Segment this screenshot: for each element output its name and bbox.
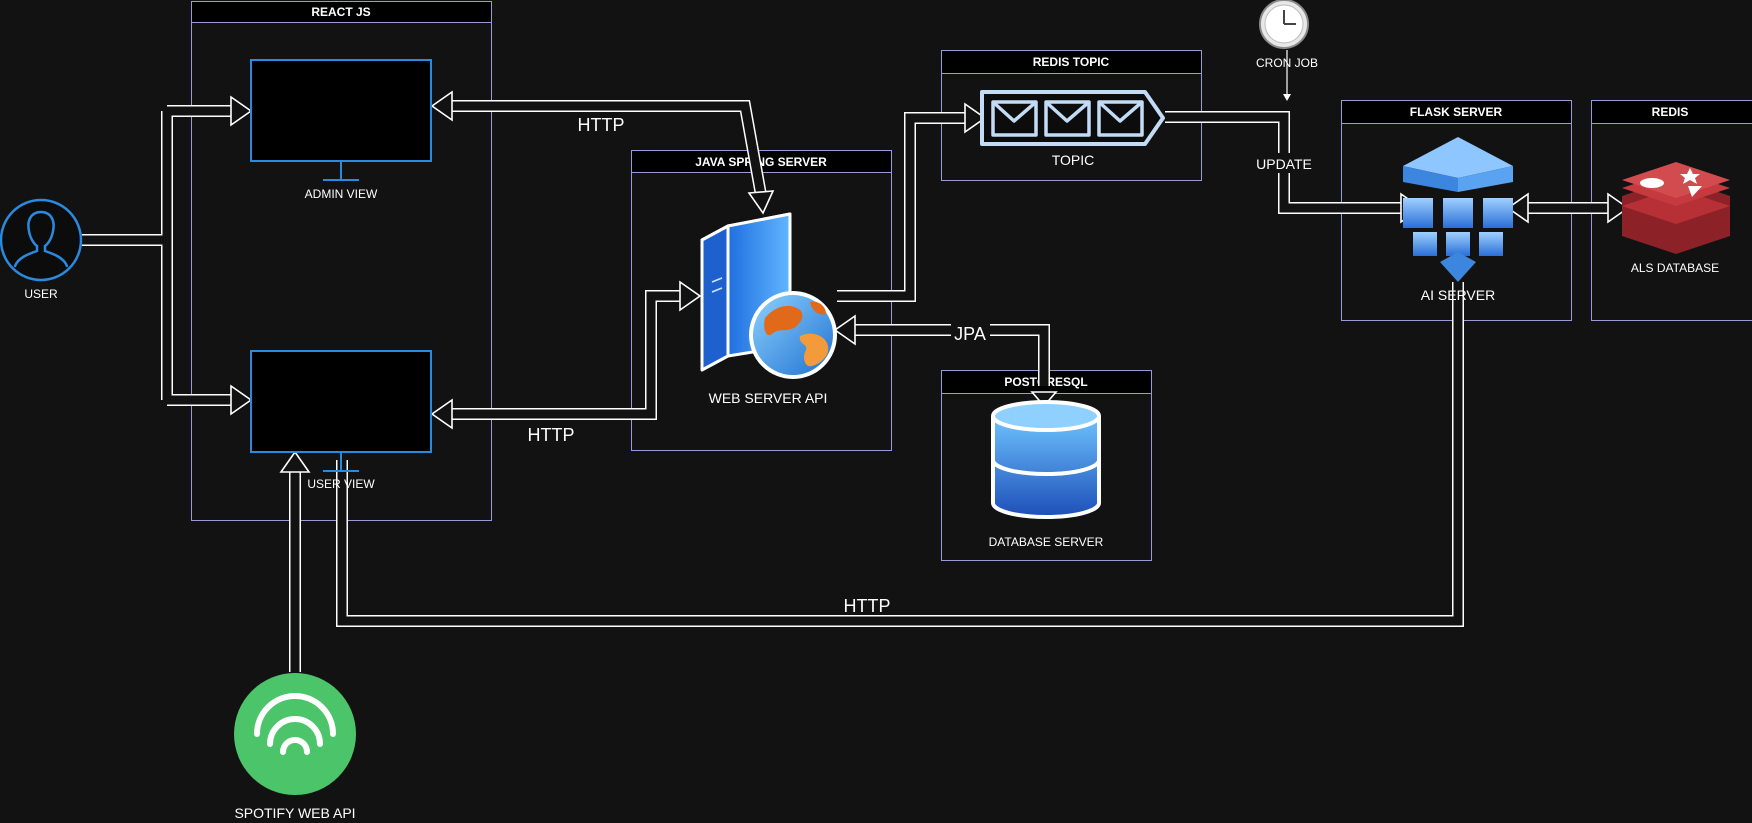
- connector-cron: [1283, 50, 1291, 101]
- database-server-label: DATABASE SERVER: [989, 535, 1104, 549]
- als-database-node: ALS DATABASE: [1622, 162, 1730, 275]
- connector-ai-to-redis: [1506, 192, 1630, 224]
- connector-webserver-to-topic: [837, 102, 987, 302]
- admin-view-label: ADMIN VIEW: [305, 187, 378, 201]
- cron-job-node: CRON JOB: [1256, 0, 1318, 70]
- spotify-label: SPOTIFY WEB API: [234, 805, 355, 821]
- database-server-node: DATABASE SERVER: [989, 400, 1104, 549]
- connector-admin-http: [430, 90, 775, 215]
- redis-icon: [1622, 162, 1730, 254]
- database-icon: [991, 400, 1101, 519]
- ai-server-node: AI SERVER: [1403, 137, 1513, 303]
- connector-ai-http: [336, 282, 1464, 627]
- user-node: USER: [0, 198, 83, 301]
- ai-server-label: AI SERVER: [1421, 287, 1495, 303]
- web-server-label: WEB SERVER API: [709, 390, 828, 406]
- edge-label-http-admin: HTTP: [578, 115, 625, 135]
- connector-user-to-views: [82, 95, 253, 416]
- cron-job-label: CRON JOB: [1256, 56, 1318, 70]
- spotify-icon: [234, 673, 356, 795]
- container-title-java: JAVA SPRING SERVER: [695, 155, 827, 169]
- monitor-icon: [250, 350, 432, 472]
- user-view-label: USER VIEW: [307, 477, 375, 491]
- edge-label-http-user: HTTP: [528, 425, 575, 445]
- message-queue-icon: [980, 90, 1165, 146]
- user-label: USER: [24, 287, 58, 301]
- monitor-icon: [250, 59, 432, 181]
- container-title-flask: FLASK SERVER: [1410, 105, 1503, 119]
- edge-label-jpa: JPA: [954, 324, 986, 344]
- user-view-node: USER VIEW: [250, 350, 432, 491]
- topic-node: TOPIC: [980, 90, 1165, 168]
- topic-label: TOPIC: [1052, 152, 1095, 168]
- container-title-redis: REDIS: [1652, 105, 1689, 119]
- server-globe-icon: [700, 212, 837, 379]
- spotify-node: SPOTIFY WEB API: [234, 673, 356, 821]
- web-server-node: WEB SERVER API: [700, 212, 837, 406]
- connector-userview-http: [430, 280, 702, 430]
- container-title-redis-topic: REDIS TOPIC: [1033, 55, 1110, 69]
- connector-spotify: [279, 450, 311, 672]
- als-database-label: ALS DATABASE: [1631, 261, 1719, 275]
- user-icon: [0, 198, 83, 282]
- admin-view-node: ADMIN VIEW: [250, 59, 432, 201]
- edge-label-update: UPDATE: [1256, 156, 1312, 172]
- ai-cube-icon: [1403, 137, 1513, 282]
- edge-label-http-ai: HTTP: [844, 596, 891, 616]
- clock-icon: [1259, 0, 1309, 49]
- container-title-react: REACT JS: [311, 5, 370, 19]
- connector-jpa: [833, 314, 1058, 408]
